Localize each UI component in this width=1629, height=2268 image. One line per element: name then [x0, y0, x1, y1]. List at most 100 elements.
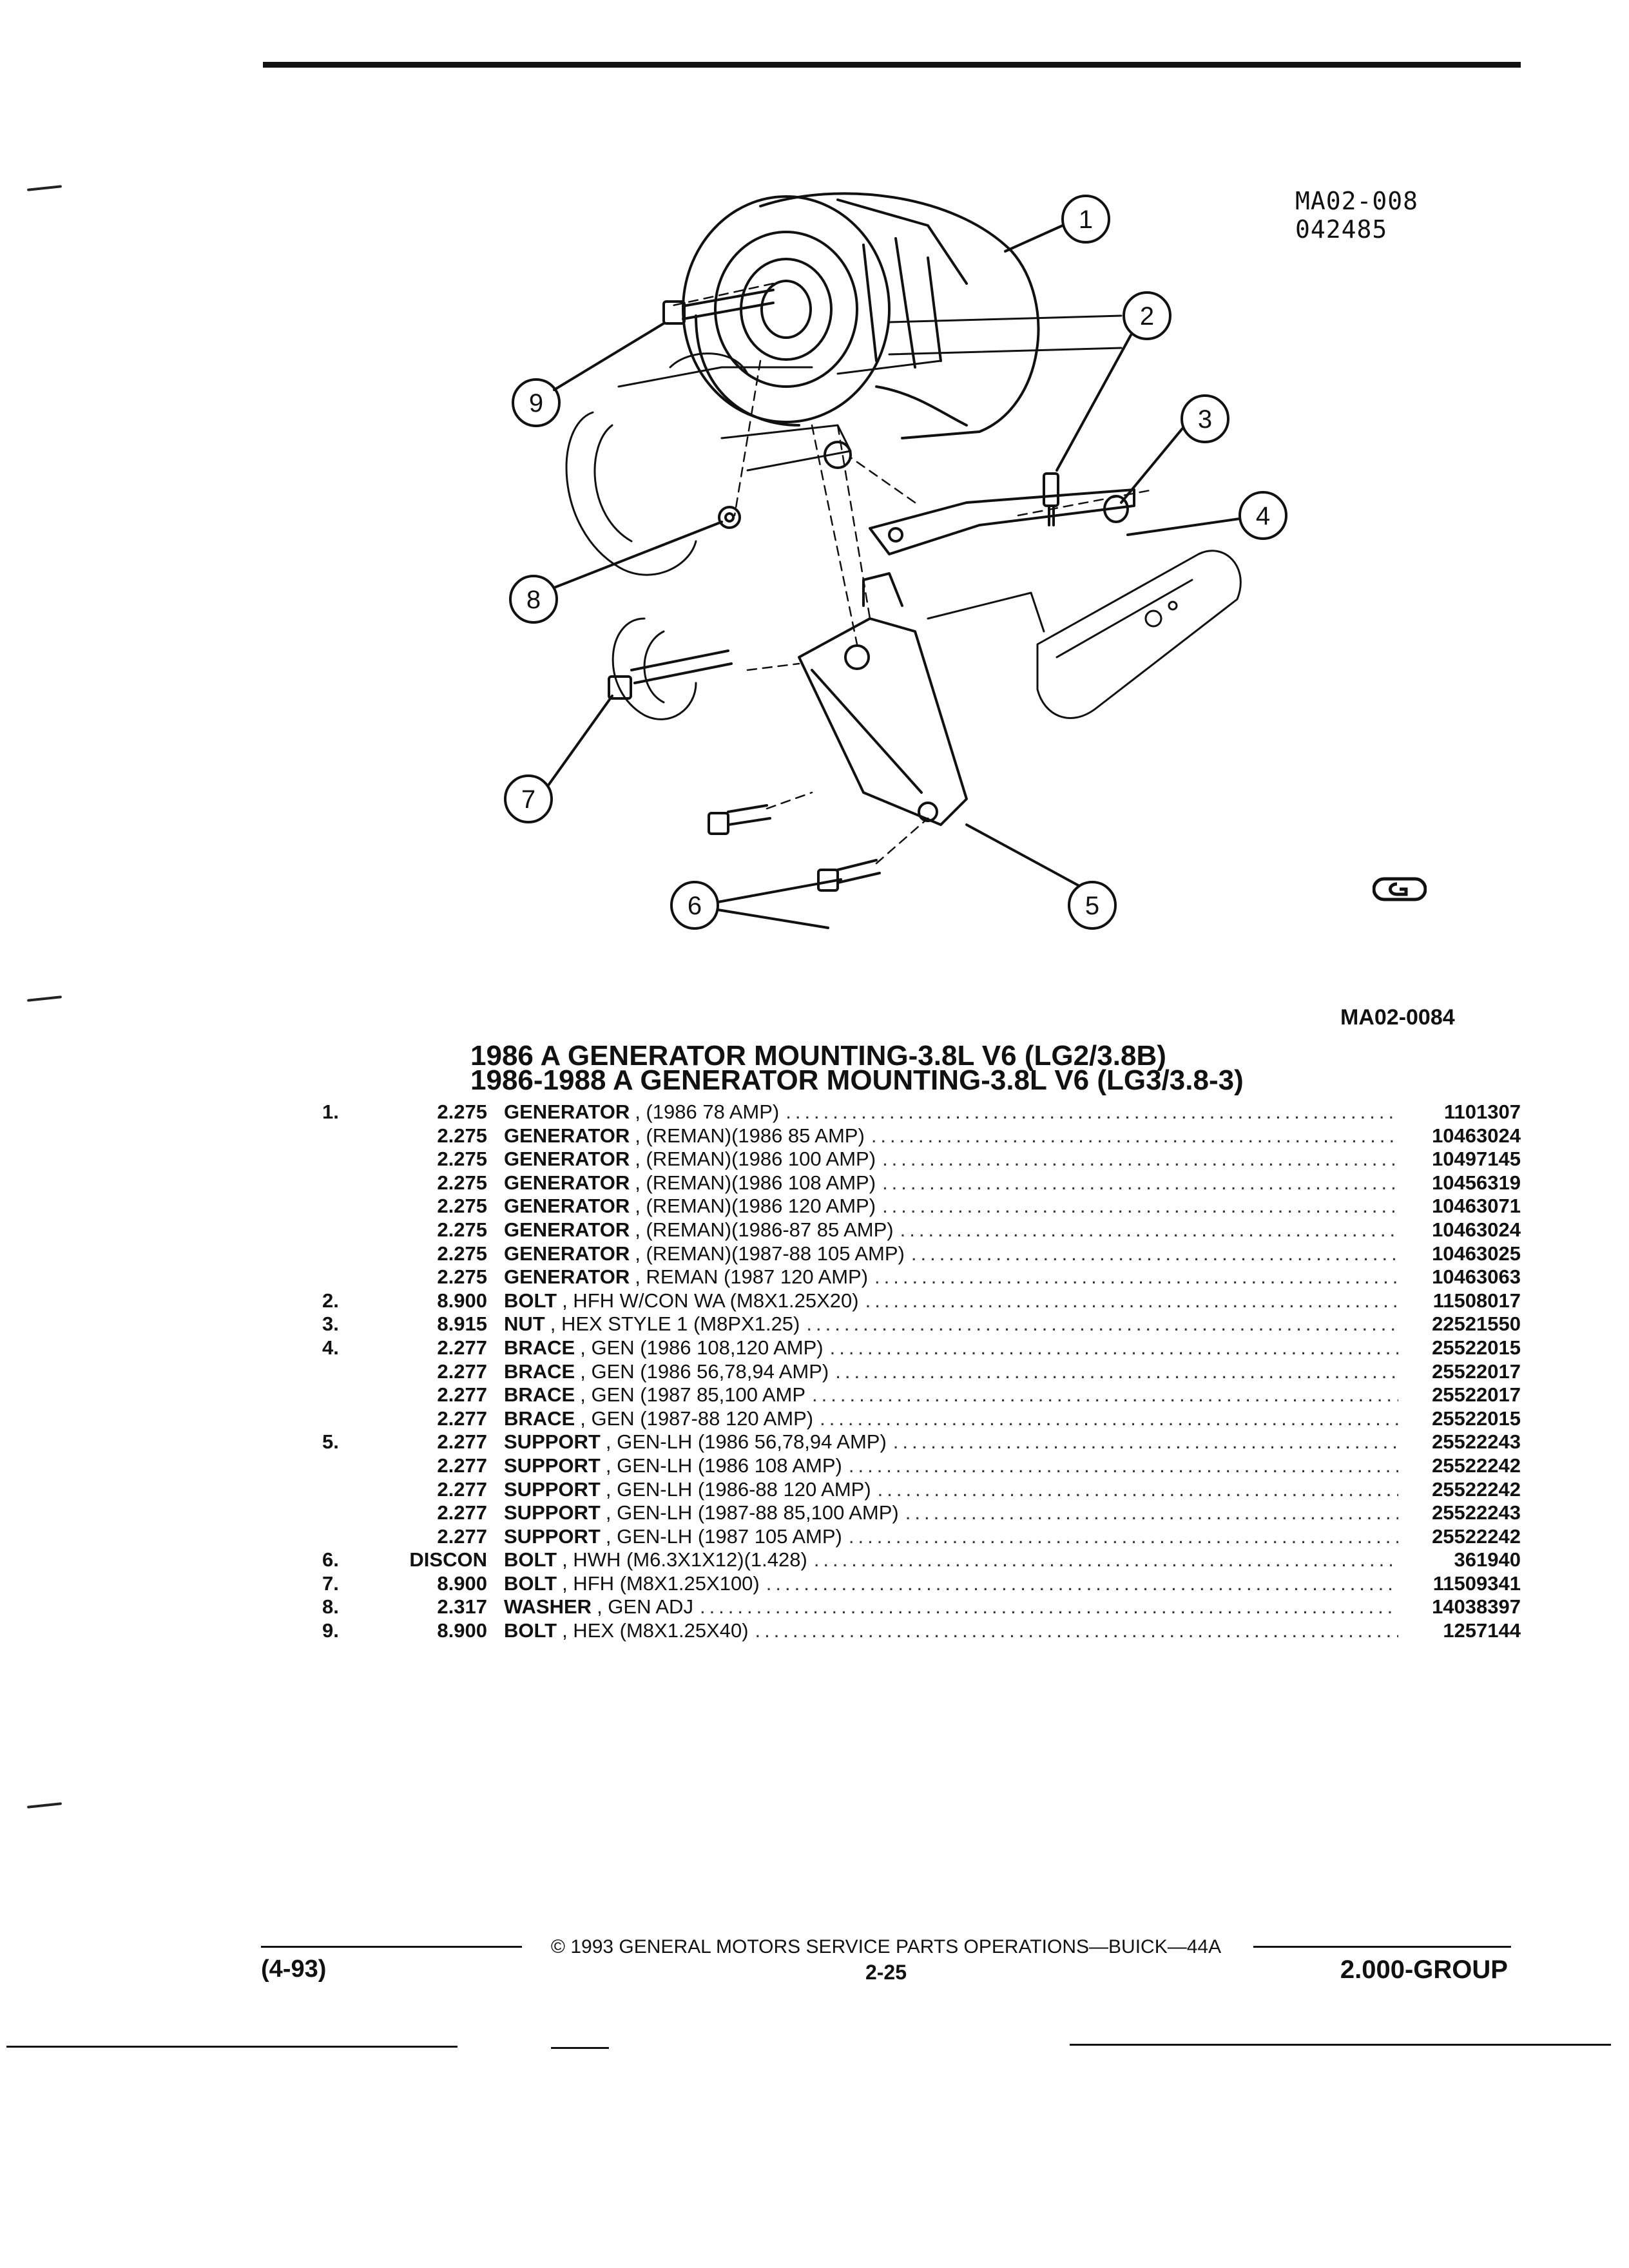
leader-dots	[871, 1478, 1398, 1501]
part-description: , GEN (1987-88 120 AMP)	[580, 1407, 814, 1430]
part-description: , (REMAN)(1986 120 AMP)	[635, 1195, 876, 1218]
group-number: 2.277	[437, 1477, 487, 1501]
part-description: , GEN-LH (1987 105 AMP)	[605, 1524, 842, 1548]
support-bracket-drawing	[798, 572, 968, 826]
group-number: 2.275	[437, 1148, 487, 1171]
part-number: 25522243	[1432, 1501, 1521, 1524]
leader-dots	[894, 1218, 1398, 1242]
group-number: 2.277	[437, 1336, 487, 1359]
svg-text:2: 2	[1140, 302, 1154, 331]
svg-text:7: 7	[521, 785, 535, 814]
footer-rule-right	[1253, 1946, 1511, 1948]
bottom-scan-line	[1070, 2044, 1611, 2046]
svg-text:3: 3	[1198, 405, 1212, 434]
leader-dots	[859, 1289, 1398, 1312]
group-number: 2.277	[437, 1407, 487, 1430]
svg-text:8: 8	[526, 586, 541, 614]
title-line-2: 1986-1988 A GENERATOR MOUNTING-3.8L V6 (…	[470, 1064, 1244, 1096]
part-description: , GEN-LH (1987-88 85,100 AMP)	[605, 1501, 899, 1524]
group-number: 2.275	[437, 1218, 487, 1241]
part-number: 25522242	[1432, 1477, 1521, 1501]
group-number: 2.277	[437, 1430, 487, 1454]
leader-dots	[887, 1430, 1398, 1454]
title-line-1: 1986 A GENERATOR MOUNTING-3.8L V6 (LG2/3…	[470, 1040, 1166, 1072]
part-name: WASHER	[504, 1595, 592, 1619]
svg-text:6: 6	[688, 892, 702, 920]
part-number: 10463024	[1432, 1218, 1521, 1241]
part-number: 25522015	[1432, 1336, 1521, 1359]
group-number: 8.900	[437, 1289, 487, 1312]
fasteners-drawing	[608, 289, 1129, 892]
part-name: NUT	[504, 1312, 545, 1336]
part-number: 25522243	[1432, 1430, 1521, 1454]
part-number: 25522242	[1432, 1524, 1521, 1548]
margin-mark	[26, 995, 63, 1002]
part-name: GENERATOR	[504, 1100, 630, 1123]
part-name: GENERATOR	[504, 1124, 630, 1147]
generator-drawing	[682, 192, 1040, 439]
item-number: 3.	[322, 1312, 339, 1336]
svg-text:9: 9	[529, 389, 543, 418]
bottom-scan-line	[6, 2046, 458, 2048]
part-name: BOLT	[504, 1548, 557, 1571]
part-number: 14038397	[1432, 1595, 1521, 1619]
leader-dots	[876, 1171, 1398, 1195]
group-number: 8.900	[437, 1571, 487, 1595]
part-description: , HEX (M8X1.25X40)	[562, 1619, 749, 1642]
part-name: BOLT	[504, 1619, 557, 1642]
leader-dots	[807, 1548, 1398, 1571]
group-number: 2.275	[437, 1100, 487, 1123]
diagram-code: MA02-008	[1295, 187, 1419, 215]
alignment-lines	[669, 282, 1155, 865]
generator-mounting-diagram: 1 2 3 4 5 6 7 8 9	[504, 192, 1287, 930]
item-number: 1.	[322, 1100, 339, 1123]
part-name: BRACE	[504, 1360, 575, 1383]
part-name: GENERATOR	[504, 1148, 630, 1171]
part-name: BRACE	[504, 1407, 575, 1430]
part-name: BOLT	[504, 1289, 557, 1312]
part-name: SUPPORT	[504, 1430, 601, 1454]
part-description: , HFH (M8X1.25X100)	[562, 1571, 760, 1595]
part-number: 10456319	[1432, 1171, 1521, 1194]
part-number: 1257144	[1443, 1619, 1521, 1642]
leader-dots	[876, 1148, 1398, 1171]
top-rule	[263, 62, 1521, 68]
leader-dots	[865, 1124, 1398, 1148]
leader-dots	[842, 1454, 1398, 1477]
svg-text:1: 1	[1079, 206, 1093, 234]
part-number: 25522242	[1432, 1454, 1521, 1477]
part-description: , (REMAN)(1987-88 105 AMP)	[635, 1242, 905, 1265]
part-description: , GEN ADJ	[597, 1595, 693, 1619]
part-name: SUPPORT	[504, 1477, 601, 1501]
item-number: 4.	[322, 1336, 339, 1359]
part-number: 10463025	[1432, 1242, 1521, 1265]
group-number: 2.275	[437, 1242, 487, 1265]
group-number: 2.275	[437, 1265, 487, 1289]
group-number: 2.275	[437, 1171, 487, 1194]
valve-cover-outline	[927, 550, 1242, 719]
svg-text:5: 5	[1085, 892, 1099, 920]
group-number: 2.277	[437, 1524, 487, 1548]
bottom-scan-line	[551, 2047, 609, 2049]
part-description: , GEN (1986 56,78,94 AMP)	[580, 1360, 829, 1383]
group-number: 8.900	[437, 1619, 487, 1642]
engine-outline	[565, 314, 1123, 720]
group-number: 2.317	[437, 1595, 487, 1619]
part-description: , GEN-LH (1986 108 AMP)	[605, 1454, 842, 1477]
group-number: 2.277	[437, 1360, 487, 1383]
catalog-titles: 1986 A GENERATOR MOUNTING-3.8L V6 (LG2/3…	[470, 1040, 1373, 1096]
